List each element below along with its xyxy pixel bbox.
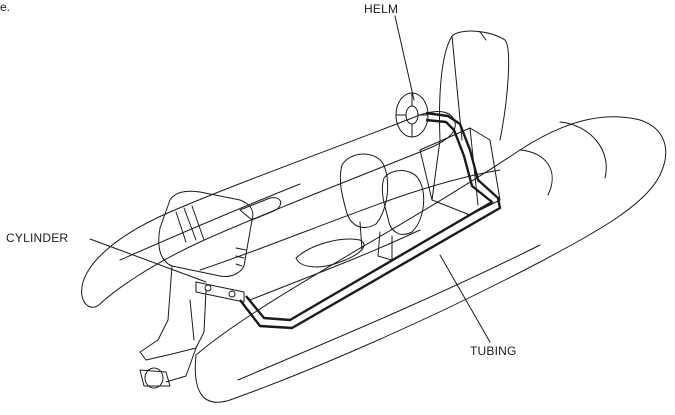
helm-label: HELM xyxy=(364,2,399,16)
corner-mark: e. xyxy=(0,0,11,14)
tubing-label: TUBING xyxy=(470,344,517,358)
seat-left xyxy=(339,153,389,251)
cylinder-label: CYLINDER xyxy=(6,231,69,245)
helm-leader-line xyxy=(394,15,415,101)
starboard-tube xyxy=(194,116,667,403)
helm-wheel xyxy=(395,92,429,138)
hydraulic-tubing xyxy=(239,111,502,330)
tubing-leader-line xyxy=(439,254,491,343)
steering-cylinder xyxy=(195,281,245,303)
port-tube xyxy=(81,111,456,308)
outboard-motor xyxy=(139,190,254,389)
cylinder-leader-line xyxy=(89,238,207,283)
center-console xyxy=(419,30,510,216)
seat-right xyxy=(377,170,425,261)
